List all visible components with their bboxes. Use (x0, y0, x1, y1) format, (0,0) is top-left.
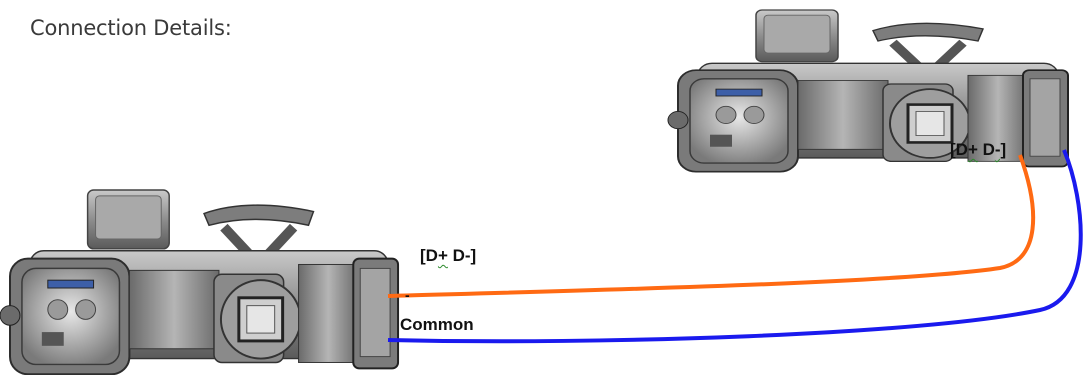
actuator-local-image (0, 190, 398, 374)
page-title: Connection Details: (30, 16, 232, 40)
remote-port-label: [D+ D-] (950, 140, 1007, 159)
local-port-label: [D+ D-] (420, 246, 477, 265)
common-label: Common (400, 315, 474, 334)
dash-mark: - (405, 287, 410, 303)
common-wire-blue (387, 149, 1083, 344)
data-wire-orange (387, 154, 1036, 298)
actuator-remote-image (668, 10, 1068, 172)
